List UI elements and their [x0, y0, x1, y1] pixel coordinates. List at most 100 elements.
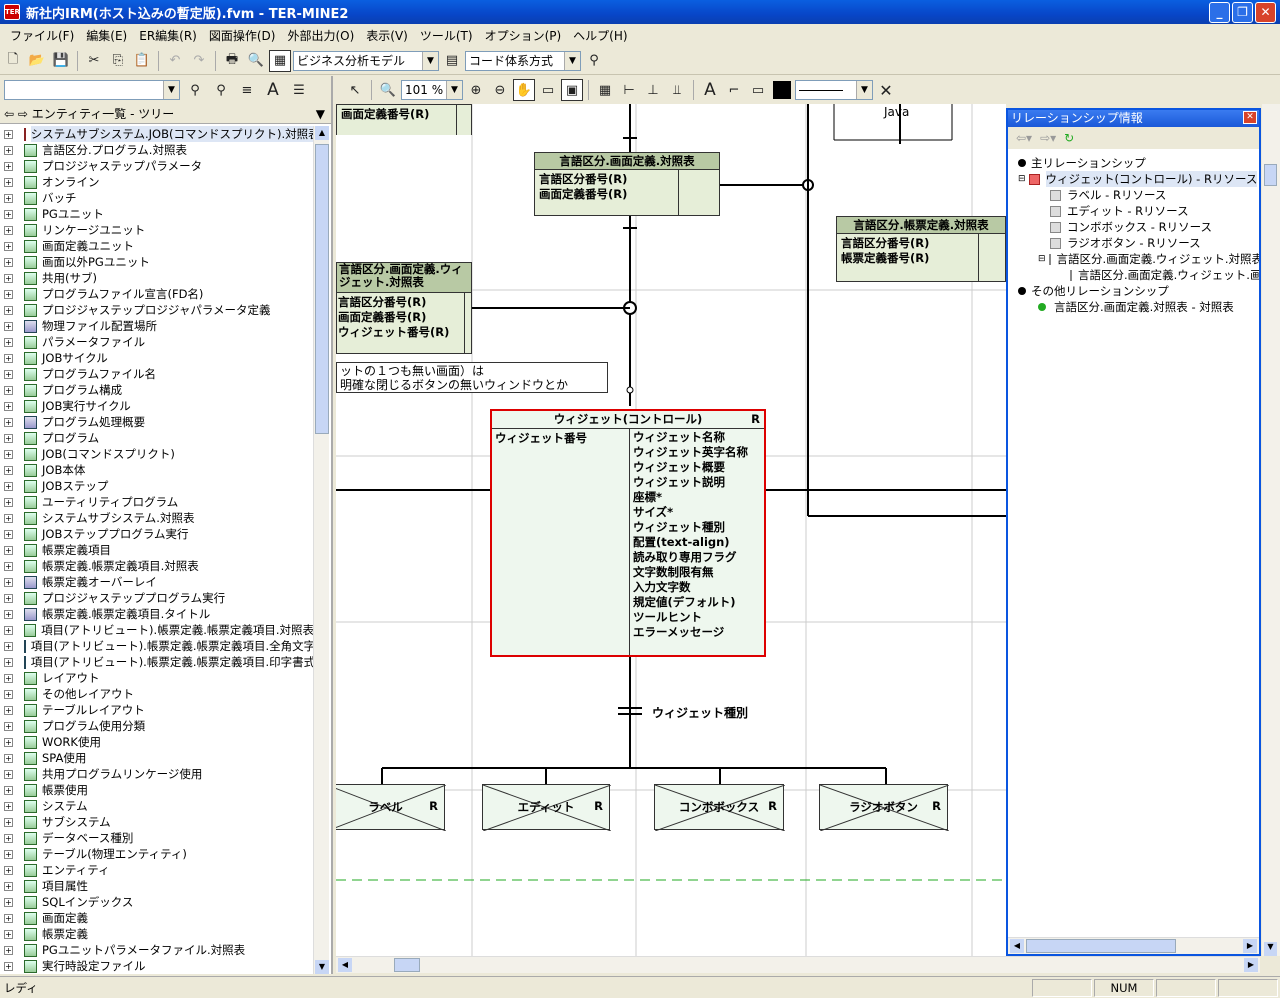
expand-icon[interactable]: +	[4, 289, 13, 299]
diagram-note[interactable]: ットの１つも無い画面）は 明確な閉じるボタンの無いウィンドウとか	[336, 362, 608, 393]
expand-icon[interactable]: +	[4, 449, 13, 459]
expand-icon[interactable]: +	[4, 593, 13, 603]
subtype2-tool-icon[interactable]: ⫫	[673, 82, 681, 98]
expand-icon[interactable]: +	[4, 689, 13, 699]
model-select[interactable]: ビジネス分析モデル▼	[293, 50, 439, 71]
tree-item[interactable]: +帳票使用	[0, 782, 314, 798]
tree-item[interactable]: +JOB実行サイクル	[0, 398, 314, 414]
expand-icon[interactable]: +	[4, 577, 13, 587]
tree-item[interactable]: +画面定義	[0, 910, 314, 926]
tree-item[interactable]: +WORK使用	[0, 734, 314, 750]
tree-item[interactable]: +レイアウト	[0, 670, 314, 686]
entity-widget[interactable]: ウィジェット(コントロール)R ウィジェット番号 ウィジェット名称ウィジェット英…	[490, 409, 766, 657]
entity-language-screen-widget-map[interactable]: 言語区分.画面定義.ウィジェット.対照表 言語区分番号(R)画面定義番号(R)ウ…	[336, 262, 472, 354]
menu-help[interactable]: ヘルプ(H)	[573, 28, 628, 43]
expand-icon[interactable]: +	[4, 161, 13, 171]
line-tool-icon[interactable]: ⌐	[728, 82, 740, 98]
expand-icon[interactable]: +	[4, 737, 13, 747]
expand-icon[interactable]: +	[4, 193, 13, 203]
tree-item[interactable]: +プログラム構成	[0, 382, 314, 398]
entity-filter-select[interactable]: ▼	[4, 80, 180, 100]
expand-icon[interactable]: +	[4, 961, 13, 971]
scroll-down-icon[interactable]: ▼	[315, 960, 329, 974]
tree-item[interactable]: +帳票定義	[0, 926, 314, 942]
expand-icon[interactable]: +	[4, 785, 13, 795]
expand-icon[interactable]: +	[4, 913, 13, 923]
expand-icon[interactable]: +	[4, 353, 13, 363]
zoom-icon[interactable]: 🔍	[379, 82, 397, 98]
code-system-select[interactable]: コード体系方式▼	[465, 50, 581, 71]
expand-icon[interactable]: +	[4, 257, 13, 267]
tree-item[interactable]: +プログラム	[0, 430, 314, 446]
tree-item[interactable]: +パラメータファイル	[0, 334, 314, 350]
expand-icon[interactable]: +	[4, 401, 13, 411]
expand-icon[interactable]: +	[4, 897, 13, 907]
entity-tool-icon[interactable]: ▦	[598, 82, 612, 98]
tree-item[interactable]: +画面以外PGユニット	[0, 254, 314, 270]
expand-icon[interactable]: +	[4, 129, 13, 139]
entity-language-report-map[interactable]: 言語区分.帳票定義.対照表 言語区分番号(R)帳票定義番号(R)	[836, 216, 1006, 282]
tree-item[interactable]: +プログラム処理概要	[0, 414, 314, 430]
tree-item[interactable]: +SPA使用	[0, 750, 314, 766]
new-file-icon[interactable]: 🗋	[7, 51, 19, 67]
subtype-tool-icon[interactable]: ⊥	[647, 82, 659, 98]
expand-icon[interactable]: +	[4, 721, 13, 731]
zoom-out-icon[interactable]: ⊖	[494, 82, 506, 98]
menu-tools[interactable]: ツール(T)	[419, 28, 473, 43]
panel-menu-icon[interactable]: ▼	[315, 106, 325, 121]
refresh-icon[interactable]: ↻	[1064, 131, 1075, 145]
expand-icon[interactable]: +	[4, 529, 13, 539]
menu-view[interactable]: 表示(V)	[366, 28, 408, 43]
tree-item[interactable]: +バッチ	[0, 190, 314, 206]
expand-icon[interactable]: +	[4, 705, 13, 715]
expand-icon[interactable]: +	[4, 657, 13, 667]
tree-item[interactable]: +実行時設定ファイル	[0, 958, 314, 974]
diagram-mode-icon[interactable]: ▦	[269, 49, 291, 72]
text-tool-icon[interactable]: A	[704, 80, 716, 100]
print-preview-icon[interactable]: 🔍	[247, 53, 265, 68]
tree-item[interactable]: +プログラムファイル宣言(FD名)	[0, 286, 314, 302]
expand-icon[interactable]: +	[4, 673, 13, 683]
entity-language-screen-map[interactable]: 言語区分.画面定義.対照表 言語区分番号(R)画面定義番号(R)	[534, 152, 720, 216]
scroll-thumb[interactable]	[315, 144, 329, 434]
expand-icon[interactable]: +	[4, 209, 13, 219]
relationship-hscrollbar[interactable]: ◀ ▶	[1008, 937, 1259, 954]
tree-item[interactable]: +ユーティリティプログラム	[0, 494, 314, 510]
tree-item[interactable]: +JOBサイクル	[0, 350, 314, 366]
menu-options[interactable]: オプション(P)	[484, 28, 562, 43]
tree-item[interactable]: +テーブルレイアウト	[0, 702, 314, 718]
menu-diagram[interactable]: 図面操作(D)	[208, 28, 276, 43]
tree-item[interactable]: +物理ファイル配置場所	[0, 318, 314, 334]
tree-item[interactable]: +プロジジャステップロジジャパラメータ定義	[0, 302, 314, 318]
rect-tool-icon[interactable]: ▭	[751, 82, 765, 98]
tree-item[interactable]: +帳票定義項目	[0, 542, 314, 558]
menu-er-edit[interactable]: ER編集(R)	[139, 28, 197, 43]
tree-item[interactable]: +システムサブシステム.JOB(コマンドスプリクト).対照表	[0, 126, 314, 142]
expand-icon[interactable]: +	[4, 625, 13, 635]
print-icon[interactable]: 🖶	[225, 51, 239, 67]
text-icon[interactable]: A	[267, 80, 279, 100]
menu-export[interactable]: 外部出力(O)	[287, 28, 355, 43]
tree-node-child[interactable]: ラベル - Rリソース	[1008, 187, 1259, 203]
expand-icon[interactable]: +	[4, 513, 13, 523]
back-icon[interactable]: ⇦▾	[1016, 131, 1033, 145]
expand-icon[interactable]: +	[4, 929, 13, 939]
tree-item[interactable]: +データベース種別	[0, 830, 314, 846]
expand-icon[interactable]: +	[4, 641, 13, 651]
save-icon[interactable]: 💾	[52, 53, 70, 68]
entity-top-partial[interactable]: 画面定義番号(R)	[336, 104, 472, 135]
color-swatch-icon[interactable]	[771, 79, 793, 101]
canvas-vscrollbar[interactable]: ▼	[1262, 104, 1280, 956]
expand-icon[interactable]: +	[4, 417, 13, 427]
hand-icon[interactable]: ✋	[513, 79, 535, 101]
tree-node-grandchild[interactable]: 言語区分.画面定義.ウィジェット.画面	[1008, 267, 1259, 283]
tree-node-child[interactable]: ラジオボタン - Rリソース	[1008, 235, 1259, 251]
menu-edit[interactable]: 編集(E)	[86, 28, 128, 43]
list-options-icon[interactable]: ☰	[293, 82, 305, 98]
tree-item[interactable]: +SQLインデックス	[0, 894, 314, 910]
expand-icon[interactable]: +	[4, 545, 13, 555]
tree-item[interactable]: +JOB本体	[0, 462, 314, 478]
tree-item[interactable]: +オンライン	[0, 174, 314, 190]
